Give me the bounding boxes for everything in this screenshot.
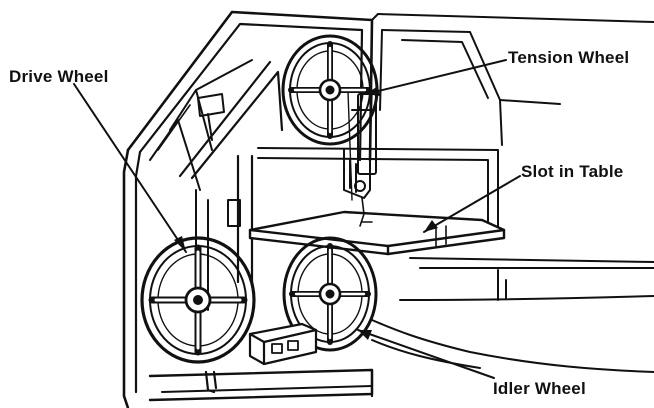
leader-tension <box>365 59 507 95</box>
idler-wheel <box>282 236 378 352</box>
arrowhead-drive <box>174 236 186 252</box>
leader-drive <box>73 83 187 253</box>
label-drive-wheel: Drive Wheel <box>9 67 109 86</box>
label-tension-wheel: Tension Wheel <box>508 48 630 67</box>
drive-wheel <box>140 236 256 364</box>
tension-wheel <box>281 34 379 146</box>
arrowhead-slot <box>424 220 438 232</box>
label-slot-in-table: Slot in Table <box>521 162 624 181</box>
arrowhead-tension <box>366 86 380 96</box>
saw-table <box>248 210 506 256</box>
stand-leg <box>204 370 218 394</box>
arrowhead-idler <box>358 330 372 340</box>
leader-idler <box>357 329 495 379</box>
cabinet-background <box>257 13 654 373</box>
leader-slot <box>423 175 521 233</box>
label-idler-wheel: Idler Wheel <box>493 379 586 398</box>
leader-lines <box>73 59 521 379</box>
switch-box <box>248 322 318 366</box>
arrowheads <box>174 86 438 340</box>
blade-guide <box>343 91 377 215</box>
